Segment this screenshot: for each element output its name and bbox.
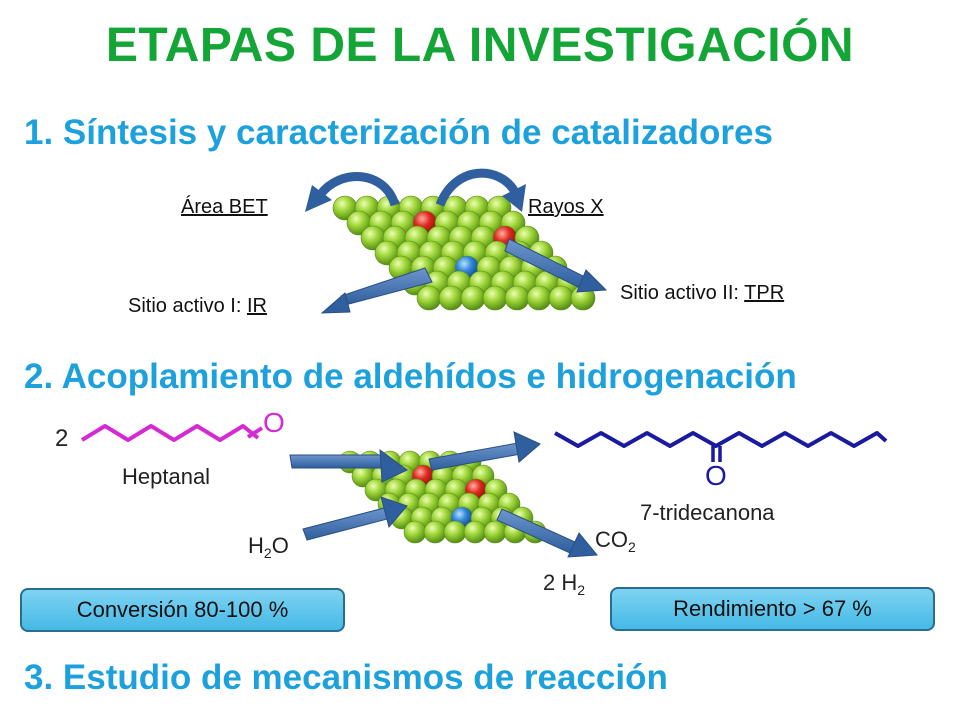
arrow-product-out: [428, 431, 541, 471]
green-sphere: [504, 285, 530, 311]
sitio-activo-1-prefix: Sitio activo I:: [128, 295, 247, 317]
conversion-box: Conversión 80-100 %: [20, 588, 345, 632]
coefficient-2: 2: [55, 425, 69, 452]
page-title: ETAPAS DE LA INVESTIGACIÓN: [105, 19, 855, 72]
step2-heading: 2. Acoplamiento de aldehídos e hidrogena…: [24, 357, 797, 396]
h2o-label: H2O: [248, 533, 289, 561]
arrow-co2-out: [496, 508, 598, 558]
h2-text: 2 H: [543, 570, 578, 595]
h2o-subscript: 2: [263, 545, 272, 561]
h2o-h: H: [248, 533, 264, 558]
rayos-x-label: Rayos X: [528, 196, 604, 218]
green-sphere: [483, 520, 507, 544]
product-label: 7-tridecanona: [640, 500, 775, 525]
sitio-activo-1-technique: IR: [246, 295, 267, 317]
h2-subscript: 2: [577, 582, 586, 598]
co2-co: CO: [595, 527, 628, 552]
green-sphere: [548, 285, 574, 311]
arrow-to-sitio-activo-1: [320, 267, 433, 314]
product-chain: [554, 431, 888, 448]
curved-arrow-rayos-x-head: [502, 184, 526, 212]
green-sphere: [416, 285, 442, 311]
heptanal-oxygen: O: [263, 407, 285, 438]
arrow-to-sitio-activo-2: [504, 238, 608, 293]
product-oxygen: O: [705, 460, 727, 491]
green-sphere: [443, 520, 467, 544]
green-sphere: [403, 520, 427, 544]
step3-heading: 3. Estudio de mecanismos de reacción: [24, 658, 668, 697]
rendimiento-box: Rendimiento > 67 %: [610, 587, 935, 631]
green-sphere: [423, 520, 447, 544]
curved-arrow-area-bet-head: [305, 185, 332, 212]
heptanal-chain: [80, 424, 260, 442]
green-sphere: [463, 520, 487, 544]
h2-label: 2 H2: [543, 570, 586, 598]
sitio-activo-2-prefix: Sitio activo II:: [620, 282, 745, 304]
co2-label: CO2: [595, 527, 636, 555]
co2-subscript: 2: [628, 539, 636, 555]
heptanal-label: Heptanal: [122, 464, 211, 489]
green-sphere: [438, 285, 464, 311]
h2o-o: O: [271, 533, 289, 558]
arrow-heptanal-in: [289, 448, 408, 483]
curved-arrow-area-bet: [316, 172, 400, 207]
step1-heading: 1. Síntesis y caracterización de cataliz…: [24, 113, 773, 152]
sitio-activo-1-label: Sitio activo I: IR: [128, 295, 267, 318]
area-bet-label: Área BET: [181, 196, 268, 218]
arrow-h2o-in: [302, 496, 408, 541]
sitio-activo-2-label: Sitio activo II: TPR: [620, 282, 784, 305]
green-sphere: [460, 285, 486, 311]
curved-arrow-rayos-x: [435, 168, 519, 207]
sitio-activo-2-technique: TPR: [744, 282, 785, 304]
heptanal-double-bond: [246, 426, 264, 439]
green-sphere: [526, 285, 552, 311]
green-sphere: [482, 285, 508, 311]
